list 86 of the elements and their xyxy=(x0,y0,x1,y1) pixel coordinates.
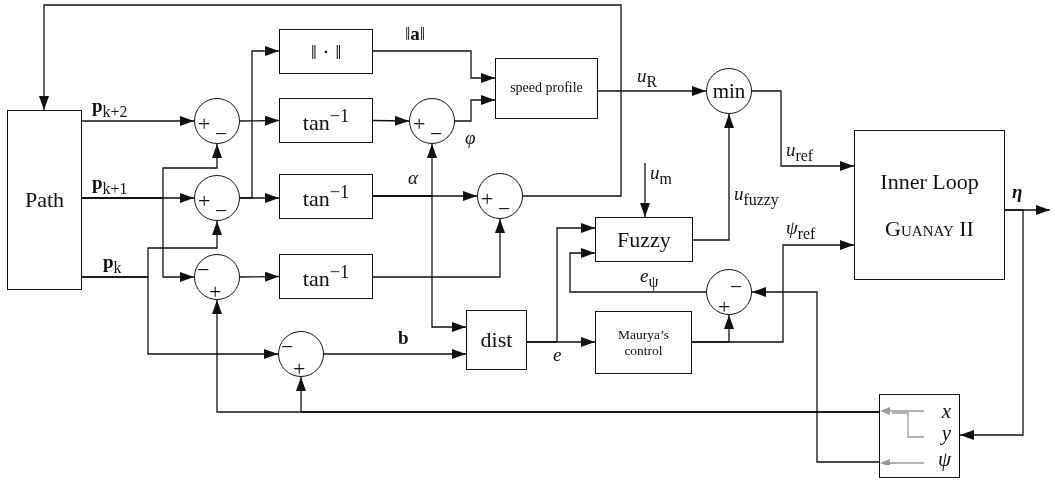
signal-arrow xyxy=(81,276,279,359)
summing-junction xyxy=(477,173,523,219)
edge-label: φ xyxy=(465,128,476,147)
block-label: ‖ · ‖ xyxy=(309,38,343,65)
signal-label: y xyxy=(941,423,951,444)
block-label: Inner Loop xyxy=(879,168,980,194)
summing-junction xyxy=(194,254,240,300)
signal-arrow xyxy=(323,349,467,359)
sign-label: + xyxy=(718,296,731,318)
signal-arrow xyxy=(239,271,280,282)
summing-junction xyxy=(194,98,240,144)
sign-label: + xyxy=(413,113,426,135)
signal-arrow xyxy=(959,209,1024,440)
signal-arrow xyxy=(239,115,280,126)
signal-arrow xyxy=(526,337,596,347)
sign-label: + xyxy=(293,358,306,380)
sign-label: − xyxy=(281,336,294,358)
block-box xyxy=(854,130,1005,280)
block-box xyxy=(7,110,82,290)
summing-junction xyxy=(706,269,752,315)
signal-arrow xyxy=(751,287,880,463)
block-label: dist xyxy=(479,327,514,353)
signal-arrow xyxy=(597,86,707,96)
signal-arrow xyxy=(454,95,496,122)
sign-label: − xyxy=(730,276,743,298)
block-label: Guanay II xyxy=(884,216,975,242)
signal-arrow xyxy=(39,4,622,197)
sign-label: − xyxy=(215,200,228,222)
sign-label: + xyxy=(198,113,211,135)
block-box xyxy=(495,58,598,119)
signal-arrow xyxy=(81,197,195,282)
block-box xyxy=(595,311,692,374)
min-circle xyxy=(706,68,752,114)
norm-block xyxy=(279,29,373,74)
demux-box xyxy=(879,394,960,478)
signal-arrow xyxy=(372,115,410,126)
signal-arrow xyxy=(751,90,855,171)
edge-label: e$_{ψ}$ xyxy=(640,266,659,290)
sign-label: − xyxy=(430,123,443,145)
signal-arrow xyxy=(296,376,880,413)
sign-label: + xyxy=(481,188,494,210)
signal-arrow xyxy=(691,240,855,343)
signal-arrow xyxy=(372,218,505,278)
block-label: min xyxy=(711,78,747,104)
signal-arrow xyxy=(569,248,707,293)
edge-label: ψ$_{ref}$ xyxy=(786,218,816,242)
signal-arrow xyxy=(640,162,650,218)
edge-label: p$_{k+1}$ xyxy=(92,173,128,197)
edge-label: b xyxy=(398,328,409,347)
edge-label: u$_{ref}$ xyxy=(786,140,814,164)
signal-arrow xyxy=(692,113,734,241)
sign-label: + xyxy=(209,281,222,303)
block-label: tan$^{−1}$ xyxy=(301,105,351,136)
arctan-block xyxy=(279,254,373,299)
signal-arrow xyxy=(81,116,195,126)
signal-label: x xyxy=(941,401,951,422)
edge-label: u$_{m}$ xyxy=(650,163,672,187)
block-label: speed profile xyxy=(509,80,584,97)
signal-arrow xyxy=(372,195,467,332)
summing-junction xyxy=(194,175,240,221)
edge-label: ‖a‖ xyxy=(405,24,426,43)
sign-label: − xyxy=(197,259,210,281)
block-label: tan$^{−1}$ xyxy=(301,261,351,292)
block-label: tan$^{−1}$ xyxy=(301,181,351,212)
signal-label: ψ xyxy=(937,449,951,470)
edge-label: p$_{k+2}$ xyxy=(92,96,128,120)
edge-label: p$_{k}$ xyxy=(103,252,122,276)
edge-label: u$_{R}$ xyxy=(637,66,658,90)
edge-label: e xyxy=(553,345,562,364)
sign-label: − xyxy=(215,123,228,145)
edge-label: u$_{fuzzy}$ xyxy=(734,184,779,208)
sign-label: − xyxy=(498,198,511,220)
block-label: Maurya’s control xyxy=(617,327,670,358)
block-box xyxy=(466,310,527,370)
signal-arrow xyxy=(239,46,280,199)
arctan-block xyxy=(279,174,373,219)
edge-label: η xyxy=(1012,182,1023,201)
block-label: Fuzzy xyxy=(616,226,672,253)
sign-label: + xyxy=(198,190,211,212)
signal-arrow xyxy=(372,50,496,83)
block-box xyxy=(595,217,693,262)
arctan-block xyxy=(279,98,373,143)
block-label: Path xyxy=(23,187,66,213)
edge-label: α xyxy=(408,168,418,187)
summing-junction xyxy=(409,98,455,144)
summing-junction xyxy=(278,331,324,377)
